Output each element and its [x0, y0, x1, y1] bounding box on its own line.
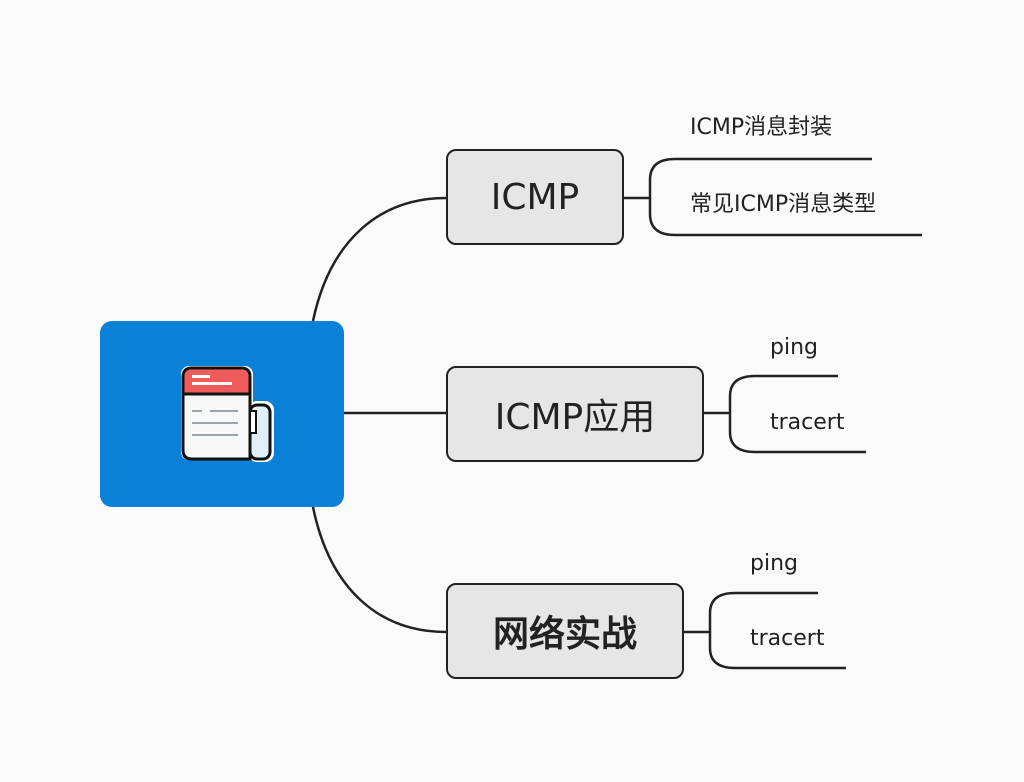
leaf-app-tracert[interactable]: tracert: [770, 410, 845, 435]
leaf-app-ping[interactable]: ping: [770, 335, 818, 360]
bracket-network: [684, 591, 846, 670]
branch-line-icmp: [311, 196, 447, 322]
topic-label: ICMP应用: [494, 397, 656, 438]
topic-network-practice[interactable]: 网络实战: [446, 583, 684, 679]
branch-line-network: [311, 506, 447, 634]
leaf-net-tracert[interactable]: tracert: [750, 626, 825, 651]
topic-icmp-app[interactable]: ICMP应用: [446, 366, 704, 462]
leaf-icmp-message-types[interactable]: 常见ICMP消息类型: [690, 192, 877, 217]
root-node[interactable]: [100, 321, 344, 507]
bracket-icmp: [624, 157, 922, 237]
newspaper-icon: [181, 366, 274, 462]
bracket-icmp-app: [704, 374, 866, 454]
topic-label: ICMP: [490, 176, 580, 218]
topic-icmp[interactable]: ICMP: [446, 149, 624, 245]
topic-label: 网络实战: [492, 614, 637, 655]
leaf-net-ping[interactable]: ping: [750, 551, 798, 576]
leaf-icmp-encapsulation[interactable]: ICMP消息封装: [690, 115, 833, 140]
